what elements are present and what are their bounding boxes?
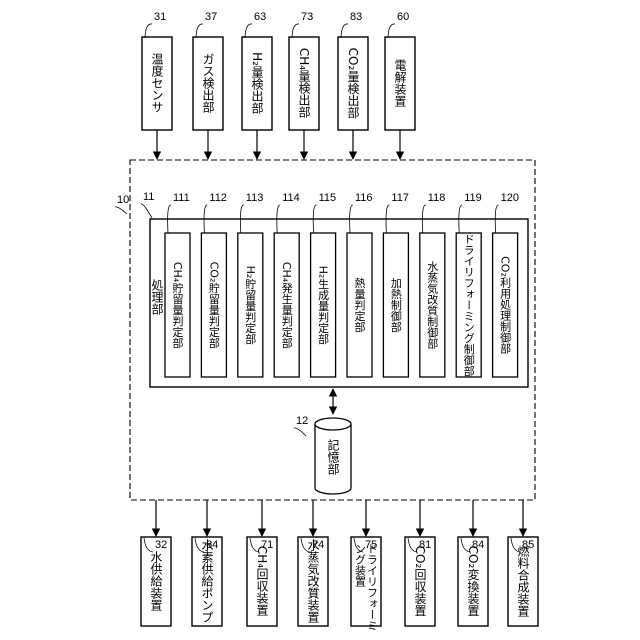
input-device-31-ref-number: 31 [154, 11, 166, 23]
input-device-37-ref: 37 [196, 11, 217, 38]
input-device-37-leader [196, 24, 203, 38]
processor-unit-label-111: CH₄貯留量判定部 [171, 262, 184, 348]
processor-unit-119-ref-number: 119 [464, 192, 482, 204]
storage-leader [294, 428, 306, 436]
output-device-85-ref-number: 85 [522, 539, 534, 551]
processor-unit-label-112: CO₂貯留量判定部 [207, 262, 220, 349]
output-device-71-ref-number: 71 [261, 539, 273, 551]
processor-unit-label-119: ドライリフォーミング制御部 [462, 234, 475, 377]
output-device-81-ref-number: 81 [419, 539, 431, 551]
input-device-label-83: CO₂量検出部 [346, 48, 360, 119]
processor-unit-label-115: H₂生成量判定部 [317, 266, 330, 345]
output-device-label-81: CO₂回収装置 [413, 546, 427, 617]
output-device-label-71: CH₄回収装置 [255, 546, 269, 616]
output-device-75-ref-number: 75 [365, 539, 377, 551]
input-device-63-ref-number: 63 [254, 11, 266, 23]
processor-ref: 11 [141, 191, 154, 218]
processor-unit-111-ref-number: 111 [173, 192, 190, 204]
output-device-84-ref-number: 84 [472, 539, 484, 551]
input-device-63-ref: 63 [245, 11, 266, 38]
processor-ref-number: 11 [143, 191, 154, 203]
processor-unit-117-ref-number: 117 [391, 192, 409, 204]
input-device-83-leader [341, 24, 348, 38]
input-device-label-60: 電解装置 [393, 59, 407, 107]
controller-ref-number: 10 [117, 194, 129, 206]
processor-unit-118-ref-number: 118 [428, 192, 446, 204]
processor-unit-115-ref-number: 115 [319, 192, 337, 204]
processor-unit-label-117: 加熱制御部 [389, 277, 402, 332]
input-device-37-ref-number: 37 [205, 11, 217, 23]
input-device-60-leader [388, 24, 395, 38]
output-device-32-ref-number: 32 [155, 539, 167, 551]
output-device-74-ref-number: 74 [312, 539, 324, 551]
processor-unit-120-ref-number: 120 [501, 192, 519, 204]
processor-unit-label-113: H₂貯留量判定部 [244, 266, 257, 345]
input-device-label-31: 温度センサ [150, 53, 164, 113]
output-device-64-ref-number: 64 [206, 539, 218, 551]
input-device-83-ref-number: 83 [350, 11, 362, 23]
input-device-73-ref-number: 73 [301, 11, 313, 23]
output-device-label-85: 燃料合成装置 [516, 544, 530, 617]
processor-unit-label-118: 水蒸気改質制御部 [426, 261, 439, 349]
input-device-73-ref: 73 [292, 11, 313, 38]
processor-unit-label-116: 熱量判定部 [353, 277, 366, 332]
storage-label: 記憶部 [326, 438, 340, 475]
input-device-label-37: ガス検出部 [201, 53, 215, 113]
input-device-73-leader [292, 24, 299, 38]
output-device-label-32: 水供給装置 [149, 551, 163, 611]
processor-label: 処理部 [150, 279, 164, 315]
processor-unit-112-ref-number: 112 [209, 192, 227, 204]
output-device-label-84: CO₂変換装置 [466, 546, 480, 617]
processor-unit-label-120: CO₂利用処理制御部 [499, 256, 512, 354]
input-device-31-ref: 31 [145, 11, 166, 38]
processor-unit-114-ref-number: 114 [282, 192, 300, 204]
storage-ref-number: 12 [296, 415, 308, 427]
processor-unit-116-ref-number: 116 [355, 192, 373, 204]
output-device-label-75-line-1: ドライリフォーミ [366, 543, 379, 631]
processor-unit-113-ref-number: 113 [246, 192, 264, 204]
controller-leader [115, 207, 127, 214]
input-device-60-ref-number: 60 [397, 11, 409, 23]
input-device-label-63: H₂量検出部 [250, 52, 264, 114]
input-device-83-ref: 83 [341, 11, 362, 38]
input-device-60-ref: 60 [388, 11, 409, 38]
controller-ref: 10 [115, 194, 129, 214]
processor-unit-label-114: CH₄発生量判定部 [280, 262, 293, 348]
input-device-label-73: CH₄量検出部 [297, 48, 311, 118]
input-device-63-leader [245, 24, 252, 38]
processor-leader [141, 204, 152, 218]
input-device-31-leader [145, 24, 152, 38]
storage-ref: 12 [294, 415, 308, 436]
